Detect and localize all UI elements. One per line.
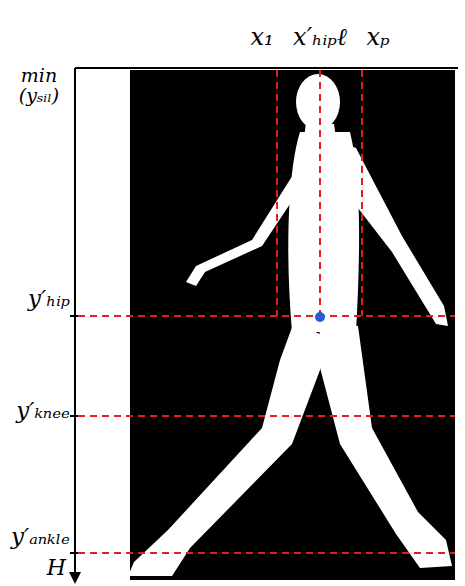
y-min-label: min (yₛᵢₗ) <box>8 66 70 106</box>
height-label: H <box>47 556 66 579</box>
y-coordinate-label: y′ₐₙₖₗₑ <box>11 524 70 548</box>
axis-frame <box>70 68 458 575</box>
x-coordinate-label: x₁ <box>250 25 273 50</box>
dashed-guide-lines <box>78 70 455 553</box>
x-coordinate-label: xₚ <box>366 25 389 50</box>
y-coordinate-label: y′ₖₙₑₑ <box>16 398 70 422</box>
axis-arrowhead <box>69 572 81 584</box>
walking-silhouette <box>128 74 452 576</box>
y-coordinate-label: y′ₕᵢₚ <box>28 286 70 310</box>
hip-point <box>315 312 325 322</box>
x-coordinate-label: x′ₕᵢₚℓ <box>293 25 347 50</box>
silhouette-background <box>130 70 455 580</box>
